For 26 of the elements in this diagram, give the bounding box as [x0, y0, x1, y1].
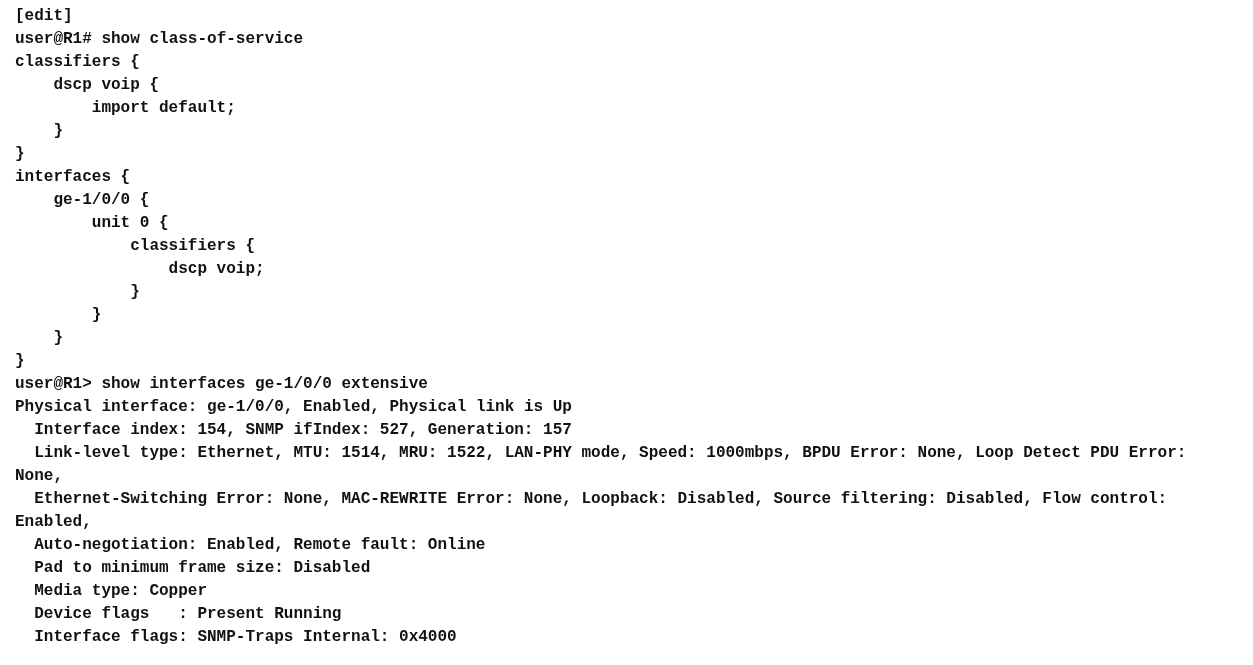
- terminal-line: Device flags : Present Running: [33, 604, 343, 625]
- terminal-line: classifiers {: [129, 236, 256, 257]
- terminal-line: [edit]: [15, 6, 74, 27]
- terminal-line: dscp voip {: [52, 75, 160, 96]
- terminal-line: dscp voip;: [167, 259, 266, 280]
- terminal-line: Ethernet-Switching Error: None, MAC-REWRITE Error: None, Loopback: Disabled, Source filtering: Disabled, Flow control: Enabled,: [15, 489, 1169, 533]
- terminal-line: user@R1> show interfaces ge-1/0/0 extensive: [15, 374, 429, 395]
- terminal-line: import default;: [90, 98, 237, 119]
- terminal-line: }: [15, 144, 26, 165]
- terminal-line: }: [52, 328, 64, 349]
- terminal-line: }: [90, 305, 103, 326]
- terminal-line: Auto-negotiation: Enabled, Remote fault: Online: [33, 535, 487, 556]
- terminal-line: interfaces {: [15, 167, 132, 188]
- terminal-line: user@R1# show class-of-service: [15, 29, 305, 50]
- terminal-line: Interface flags: SNMP-Traps Internal: 0x4000: [33, 627, 458, 648]
- terminal-line: Pad to minimum frame size: Disabled: [33, 558, 372, 579]
- terminal-line: Interface index: 154, SNMP ifIndex: 527, Generation: 157: [33, 420, 573, 441]
- terminal-line: }: [52, 121, 64, 142]
- terminal-line: classifiers {: [15, 52, 141, 73]
- terminal-line: unit 0 {: [90, 213, 170, 234]
- terminal-line: ge-1/0/0 {: [52, 190, 151, 211]
- terminal-line: Media type: Copper: [33, 581, 208, 602]
- terminal-line: }: [129, 282, 141, 303]
- terminal-line: Link-level type: Ethernet, MTU: 1514, MRU: 1522, LAN-PHY mode, Speed: 1000mbps, BPDU Error: None, Loop Detect PDU Error: None,: [15, 443, 1188, 487]
- terminal-line: }: [15, 351, 26, 372]
- terminal-line: Physical interface: ge-1/0/0, Enabled, Physical link is Up: [15, 397, 573, 418]
